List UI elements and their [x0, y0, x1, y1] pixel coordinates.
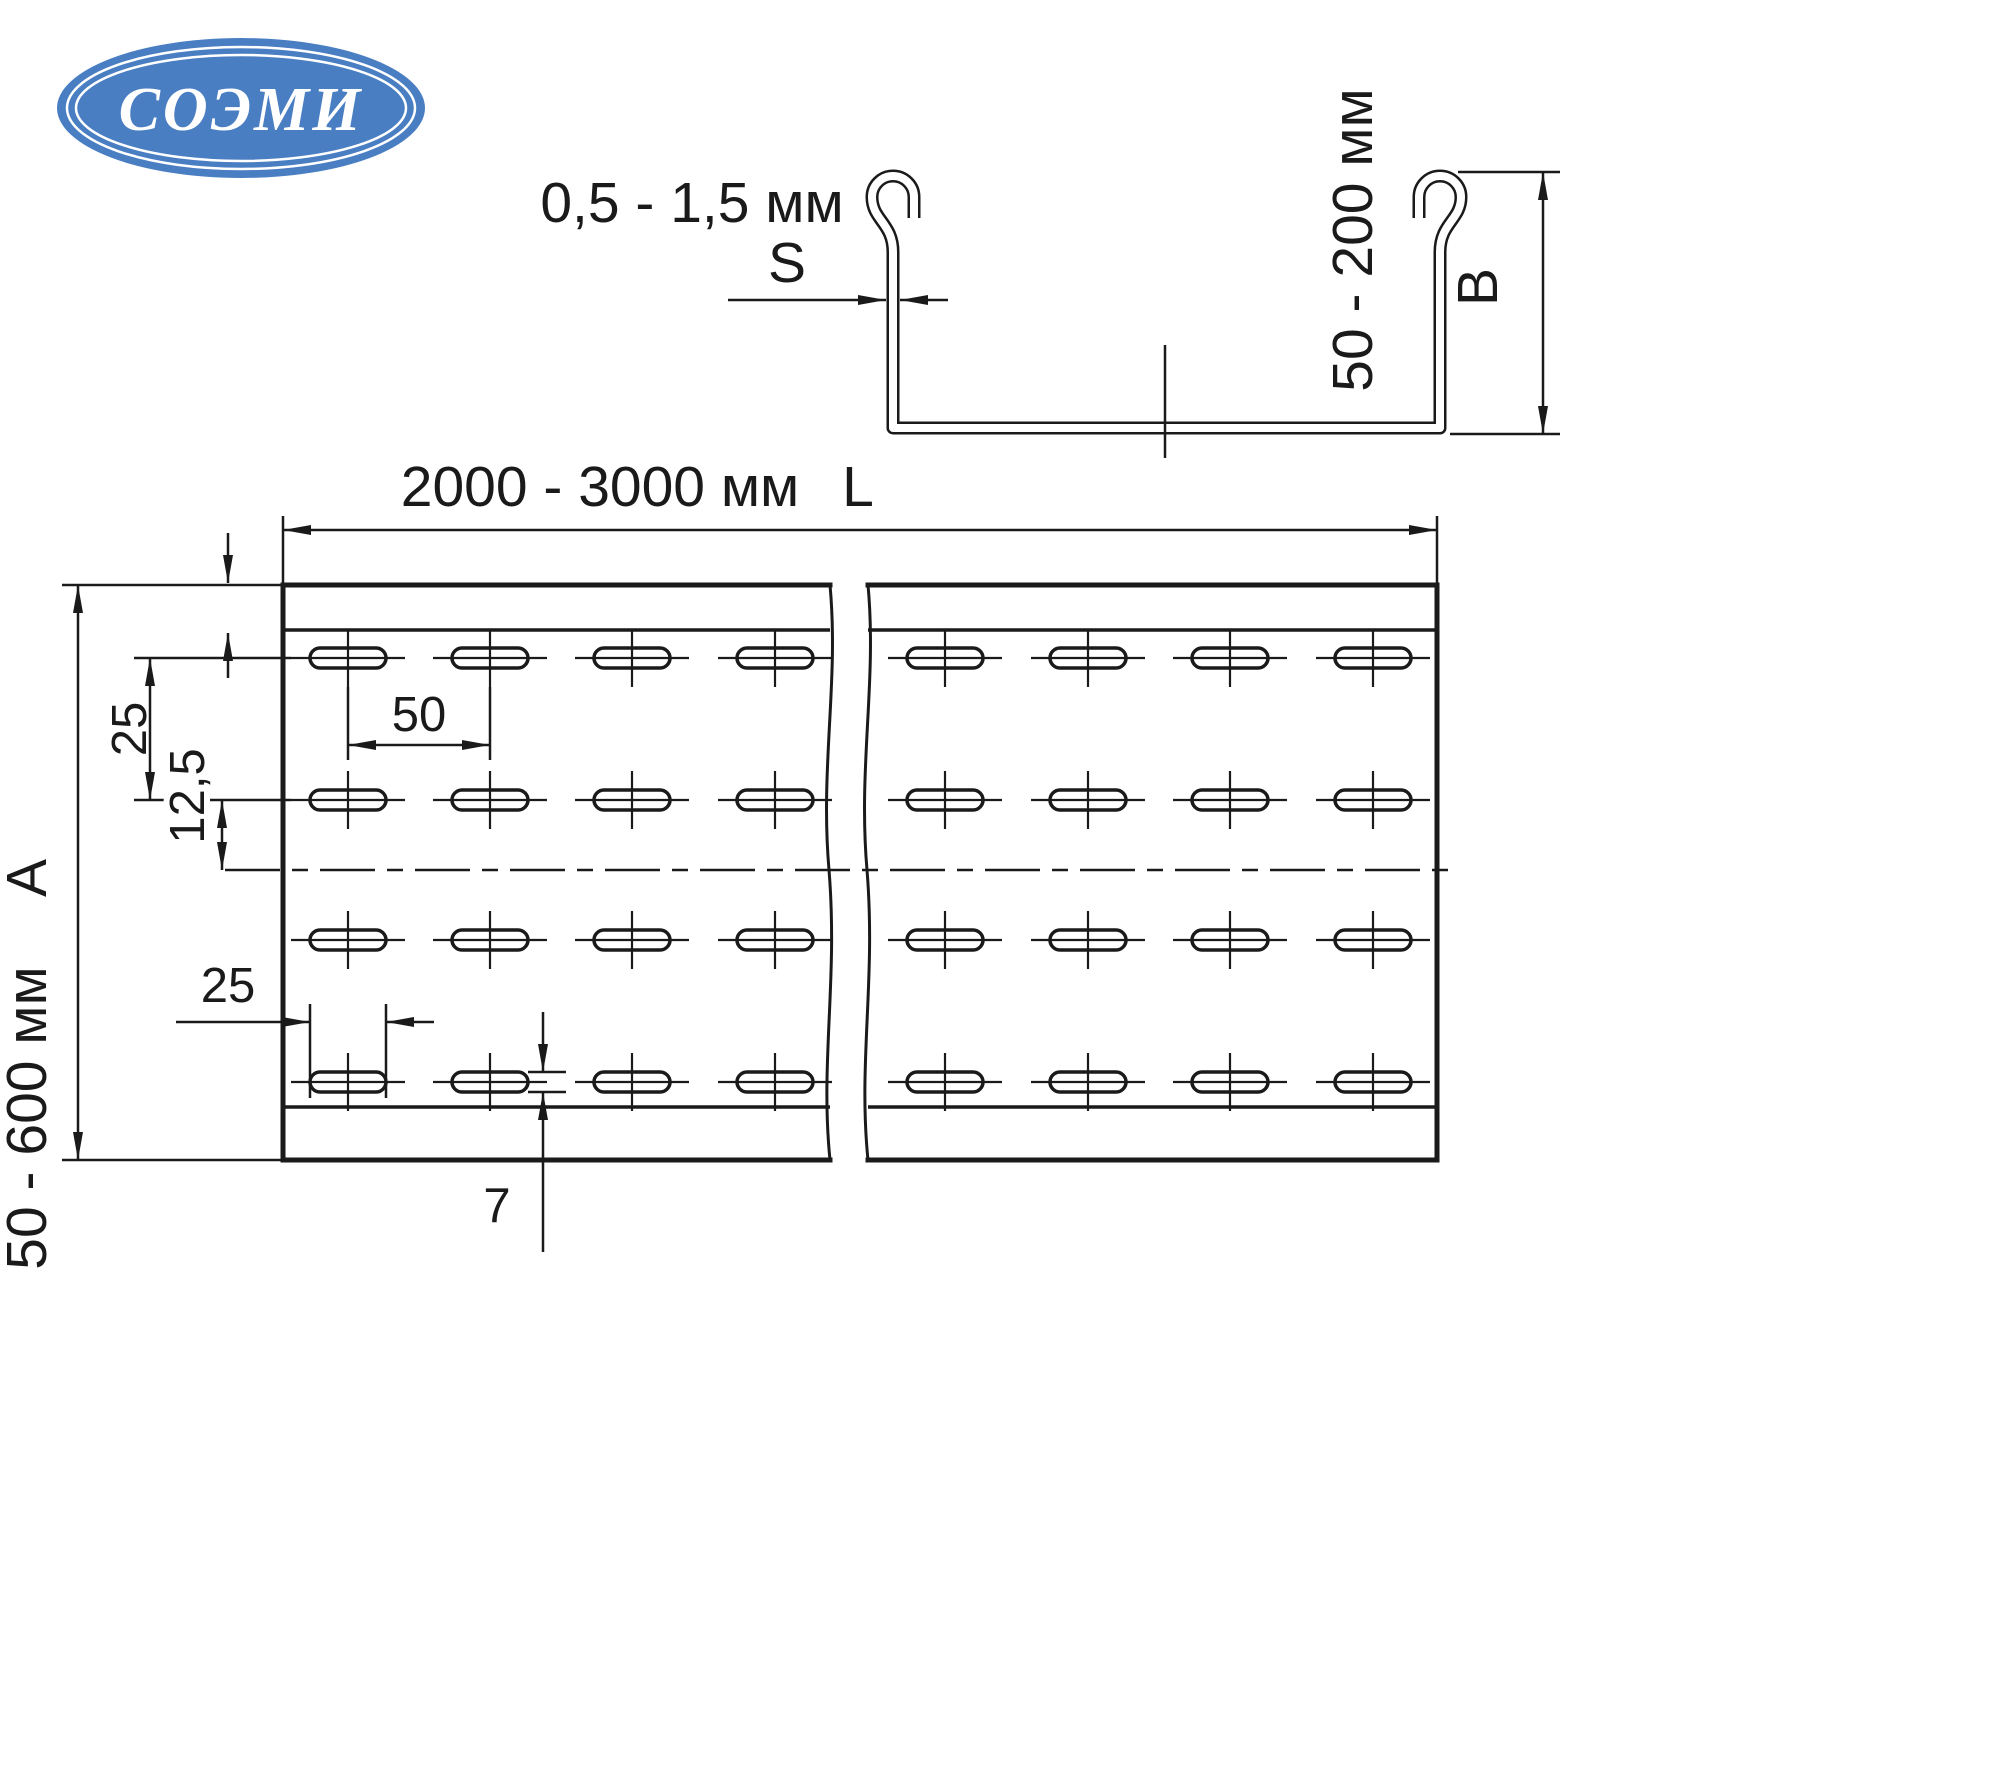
break-line-left	[825, 584, 834, 1161]
logo-text: СОЭМИ	[119, 76, 364, 144]
height-symbol: B	[1446, 268, 1510, 306]
perforation-grid	[291, 629, 1430, 1111]
thickness-symbol: S	[768, 231, 806, 295]
row-pitch-value: 25	[103, 702, 157, 757]
width-range-label: 50 - 600 мм	[0, 966, 59, 1269]
logo-ring-inner	[74, 53, 408, 163]
logo-ellipse	[57, 38, 425, 178]
section-view: 0,5 - 1,5 мм S 50 - 200 мм B	[540, 88, 1560, 458]
tray-outline-left	[280, 582, 833, 1163]
plan-view: 2000 - 3000 мм L 50 - 600 мм А 25 12,5	[0, 455, 1460, 1270]
length-symbol: L	[842, 455, 874, 519]
logo: СОЭМИ	[57, 38, 425, 178]
width-symbol: А	[0, 859, 59, 897]
slot-width-value: 7	[483, 1179, 510, 1233]
length-range-label: 2000 - 3000 мм	[401, 455, 799, 519]
logo-ring-outer	[65, 45, 417, 171]
slot-length-value: 25	[201, 959, 256, 1013]
height-range-label: 50 - 200 мм	[1321, 88, 1385, 391]
row-half-pitch-value: 12,5	[161, 748, 215, 843]
break-line-right	[863, 584, 872, 1161]
thickness-label: 0,5 - 1,5 мм	[540, 171, 843, 235]
profile-inner	[868, 172, 1465, 432]
column-pitch-value: 50	[392, 688, 447, 742]
tray-outline-right	[865, 582, 1440, 1163]
